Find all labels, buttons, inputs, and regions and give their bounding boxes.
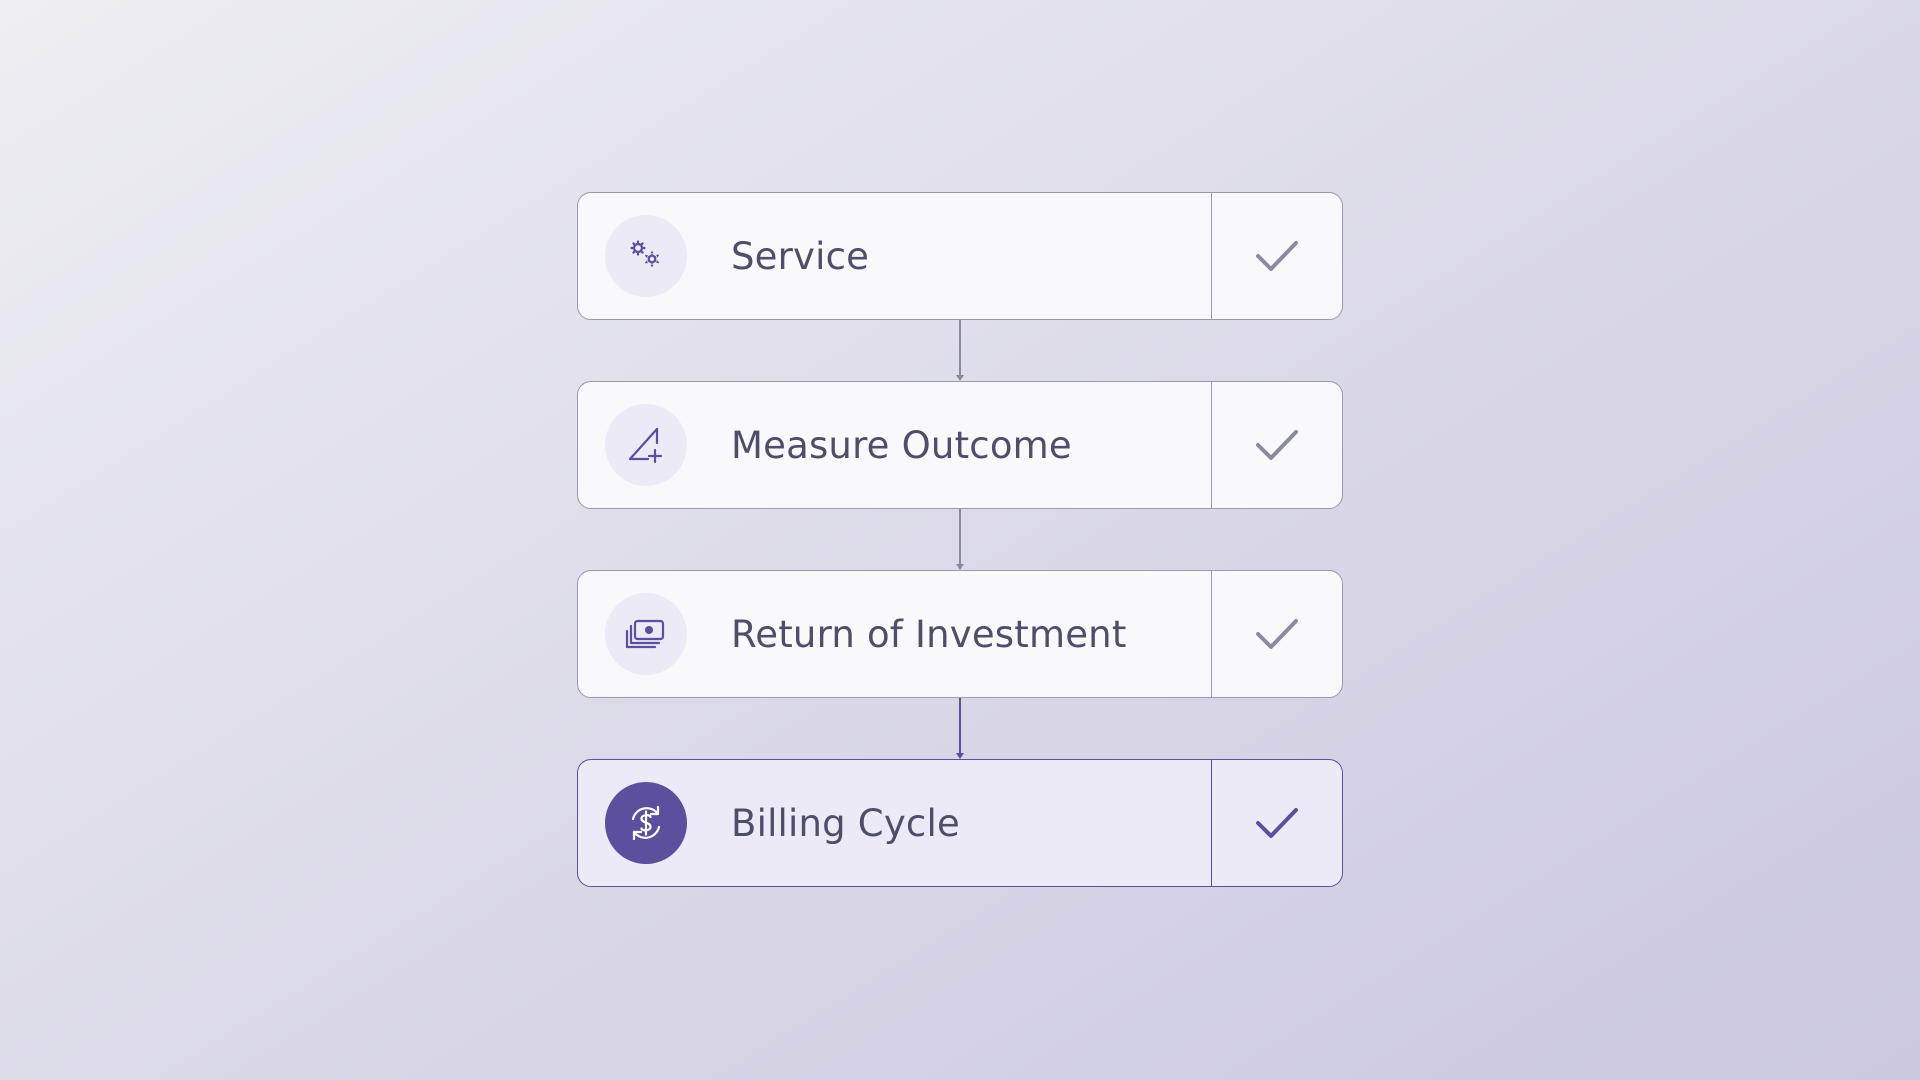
step-main: Return of Investment [578, 571, 1211, 697]
step-label: Billing Cycle [731, 801, 960, 845]
checkmark-icon [1256, 619, 1298, 649]
check-cell [1211, 382, 1342, 508]
flow-arrow [577, 698, 1343, 759]
step-card-return-of-investment[interactable]: Return of Investment [577, 570, 1343, 698]
checkmark-icon [1256, 430, 1298, 460]
dollar-cycle-icon [631, 805, 661, 841]
icon-badge [605, 404, 687, 486]
process-flow: Service Measure Outcome [577, 192, 1343, 887]
step-main: Measure Outcome [578, 382, 1211, 508]
step-main: Service [578, 193, 1211, 319]
checkmark-icon [1256, 241, 1298, 271]
flow-arrow [577, 320, 1343, 381]
step-label: Return of Investment [731, 612, 1127, 656]
step-label: Service [731, 234, 870, 278]
check-cell [1211, 193, 1342, 319]
money-bills-icon [625, 619, 665, 649]
measure-triangle-plus-icon [628, 427, 663, 464]
icon-badge [605, 782, 687, 864]
step-main: Billing Cycle [578, 760, 1211, 886]
gears-icon [630, 240, 660, 268]
icon-badge [605, 215, 687, 297]
icon-badge [605, 593, 687, 675]
step-card-measure-outcome[interactable]: Measure Outcome [577, 381, 1343, 509]
step-label: Measure Outcome [731, 423, 1072, 467]
step-card-service[interactable]: Service [577, 192, 1343, 320]
flow-arrow [577, 509, 1343, 570]
check-cell [1211, 571, 1342, 697]
check-cell [1211, 760, 1342, 886]
checkmark-icon [1256, 808, 1298, 838]
step-card-billing-cycle[interactable]: Billing Cycle [577, 759, 1343, 887]
